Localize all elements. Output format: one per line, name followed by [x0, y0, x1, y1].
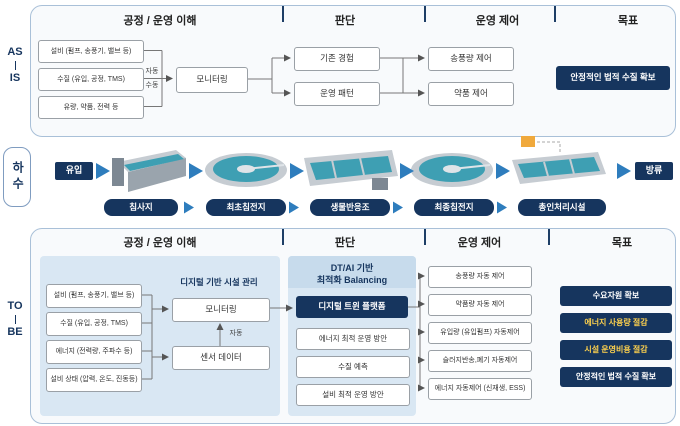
sewage-section-label: 하수	[3, 147, 31, 207]
to-be-input-energy: 에너지 (전력량, 주파수 등)	[46, 340, 142, 364]
to-be-auto-label: 자동	[229, 330, 243, 337]
to-be-control-sludge: 슬러지반송,폐기 자동제어	[428, 350, 532, 372]
as-is-input-equipment: 설비 (펌프, 송풍기, 밸브 등)	[38, 40, 144, 63]
to-be-goal-legal-quality: 안정적인 법적 수질 확보	[560, 367, 672, 387]
as-is-mode-manual-label: 수동	[145, 82, 159, 89]
to-be-control-inflow: 유입량 (유입펌프) 자동제어	[428, 322, 532, 344]
to-be-header-control: 운영 제어	[457, 237, 502, 249]
as-is-input-water-quality: 수질 (유입, 공정, TMS)	[38, 68, 144, 91]
to-be-header-process: 공정 / 운영 이해	[123, 237, 197, 249]
to-be-goal-demand-resource: 수요자원 확보	[560, 286, 672, 306]
as-is-mode-auto-label: 자동	[145, 68, 159, 75]
to-be-label-bottom: BE	[7, 326, 23, 339]
to-be-header-goal: 목표	[611, 237, 633, 249]
to-be-judgement-title-line2: 최적화 Balancing	[316, 275, 388, 285]
to-be-input-equipment-status: 설비 상태 (압력, 온도, 진동등)	[46, 368, 142, 392]
inflow-box: 유입	[55, 162, 93, 180]
to-be-monitoring-box: 모니터링	[172, 298, 270, 322]
as-is-header-goal: 목표	[617, 15, 639, 27]
to-be-label-top: TO	[7, 300, 23, 312]
to-be-header-divider-1	[282, 229, 284, 245]
stage-grit-chamber: 침사지	[104, 199, 178, 216]
to-be-section-label: TO BE	[2, 300, 28, 339]
facility-bioreactor-graphic	[304, 150, 398, 190]
to-be-judgement-quality-prediction: 수질 예측	[296, 356, 410, 378]
to-be-control-blower: 송풍량 자동 제어	[428, 266, 532, 288]
as-is-header-process: 공정 / 운영 이해	[123, 15, 197, 27]
to-be-goal-cost-saving: 시설 운영비용 절감	[560, 340, 672, 360]
stage-final-clarifier: 최종침전지	[414, 199, 494, 216]
as-is-input-flow-chem-power: 유량, 약품, 전력 등	[38, 96, 144, 119]
as-is-label-divider	[14, 61, 16, 71]
as-is-label-bottom: IS	[9, 72, 21, 85]
as-is-header-divider-1	[282, 6, 284, 22]
as-is-section-label: AS IS	[2, 46, 28, 85]
as-is-goal-box: 안정적인 법적 수질 확보	[556, 66, 670, 90]
to-be-control-energy: 에너지 자동제어 (신재생, ESS)	[428, 378, 532, 400]
to-be-header-divider-3	[548, 229, 550, 245]
as-is-header-divider-3	[554, 6, 556, 22]
facility-grit-chamber-graphic	[112, 150, 186, 192]
to-be-judgement-equipment-plan: 설비 최적 운영 방안	[296, 384, 410, 406]
as-is-judgement-pattern: 운영 패턴	[294, 82, 380, 106]
to-be-judgement-subpanel-header	[288, 256, 416, 288]
outflow-box: 방류	[635, 162, 673, 180]
to-be-facility-mgmt-title: 디지털 기반 시설 관리	[180, 277, 258, 287]
as-is-monitoring-box: 모니터링	[176, 67, 248, 93]
to-be-goal-energy-saving: 에너지 사용량 절감	[560, 313, 672, 333]
as-is-control-blower: 송풍량 제어	[428, 47, 514, 71]
stage-bioreactor: 생물반응조	[310, 199, 390, 216]
to-be-judgement-title-line1: DT/AI 기반	[330, 263, 374, 273]
to-be-control-chemical: 약품량 자동 제어	[428, 294, 532, 316]
to-be-input-equipment: 설비 (펌프, 송풍기, 밸브 등)	[46, 284, 142, 308]
facility-primary-clarifier-graphic	[205, 153, 287, 187]
facility-phosphorus-treatment-graphic	[512, 136, 606, 184]
stage-primary-clarifier: 최초침전지	[206, 199, 286, 216]
as-is-label-top: AS	[7, 46, 23, 58]
to-be-input-water-quality: 수질 (유입, 공정, TMS)	[46, 312, 142, 336]
as-is-header-judgement: 판단	[334, 15, 356, 27]
to-be-digital-twin-platform: 디지털 트윈 플랫폼	[296, 296, 408, 318]
to-be-sensor-data-box: 센서 데이터	[172, 346, 270, 370]
as-is-control-chemical: 약품 제어	[428, 82, 514, 106]
to-be-label-divider	[14, 315, 16, 325]
to-be-header-divider-2	[424, 229, 426, 245]
stage-phosphorus-treatment: 총인처리시설	[518, 199, 606, 216]
to-be-header-judgement: 판단	[334, 237, 356, 249]
as-is-header-control: 운영 제어	[475, 15, 520, 27]
as-is-header-divider-2	[424, 6, 426, 22]
as-is-judgement-experience: 기존 경험	[294, 47, 380, 71]
facility-final-clarifier-graphic	[411, 153, 493, 187]
to-be-judgement-energy-plan: 에너지 최적 운영 방안	[296, 328, 410, 350]
sewage-label-text: 하수	[10, 161, 25, 193]
